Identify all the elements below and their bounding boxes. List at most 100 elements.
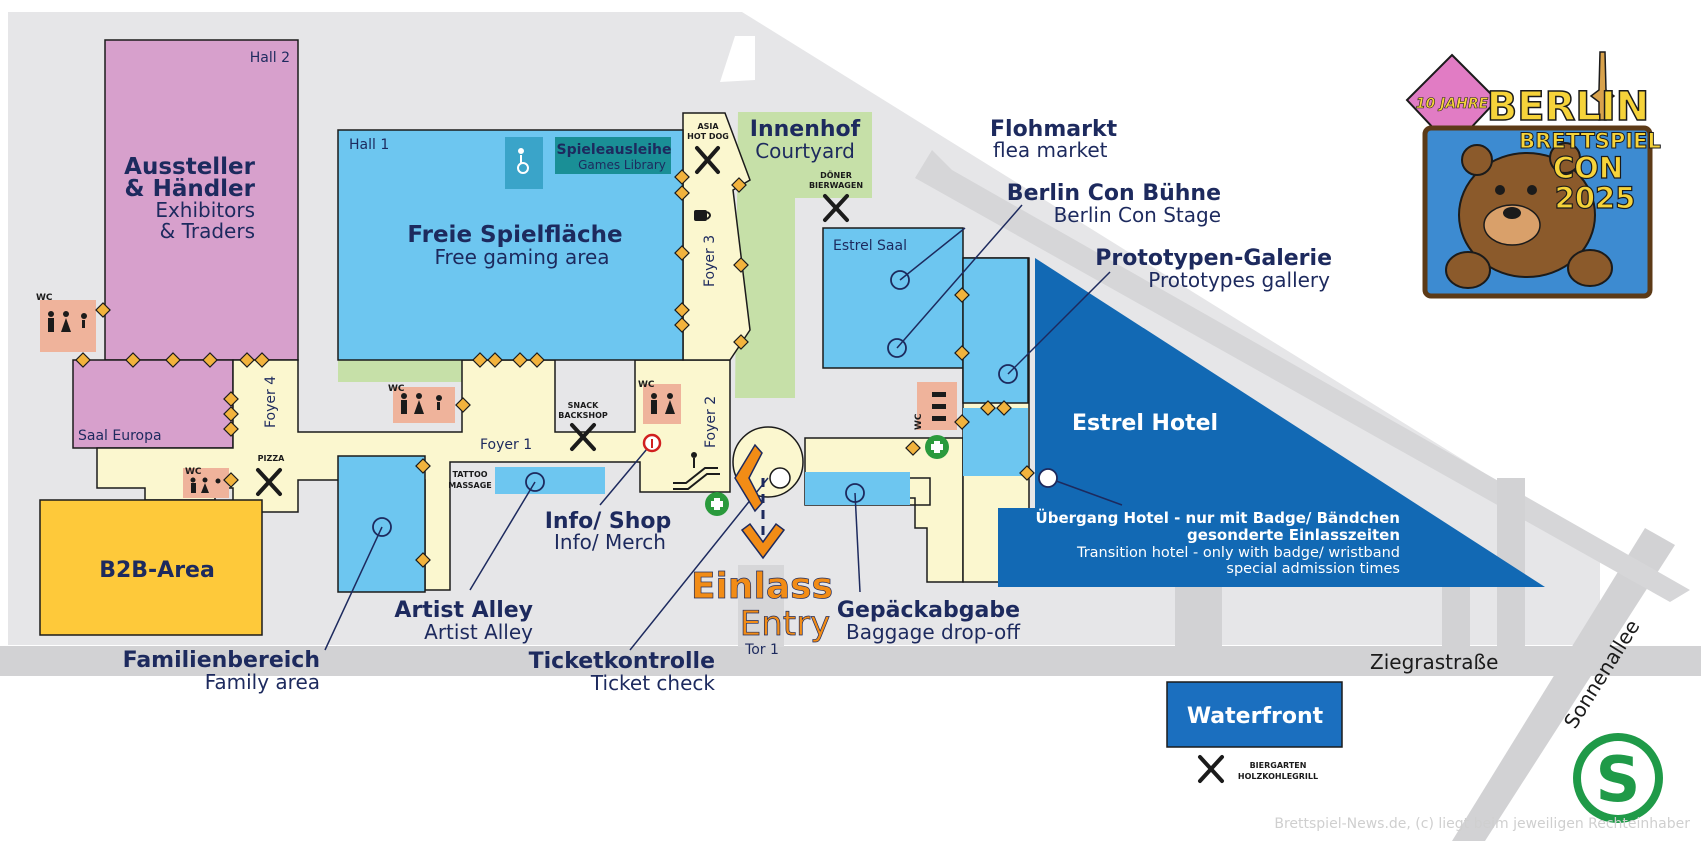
walkway-entry	[738, 565, 784, 647]
door-marker	[254, 352, 270, 368]
fork-knife-icon	[1198, 755, 1224, 783]
estrel-hotel-building	[998, 258, 1545, 587]
buehne-en: Berlin Con Stage	[1054, 203, 1221, 227]
waterfront-building	[1166, 681, 1343, 748]
ticket-en: Ticket check	[590, 671, 716, 695]
foyer3-label: Foyer 3	[702, 235, 718, 287]
asia-label: ASIA	[697, 122, 719, 131]
door-marker	[674, 302, 690, 318]
door-marker	[125, 352, 141, 368]
uebergang-en-line1: Transition hotel - only with badge/ wris…	[1076, 545, 1400, 561]
bear-paw-icon	[1567, 249, 1613, 287]
aussteller-de-2: & Händler	[125, 176, 256, 202]
bear-paw-icon	[1445, 251, 1491, 289]
door-marker	[202, 352, 218, 368]
b2b-area	[39, 499, 263, 636]
door-marker	[165, 352, 181, 368]
door-marker	[980, 400, 996, 416]
buehne-de: Berlin Con Bühne	[1007, 181, 1221, 206]
info-shop-room	[495, 467, 605, 494]
saal-europa-label: Saal Europa	[78, 428, 162, 444]
street-sonnenallee	[1452, 528, 1675, 841]
prototypen-de: Prototypen-Galerie	[1095, 246, 1332, 271]
callout-lines	[324, 204, 1123, 651]
callout-dot-uebergang	[1038, 468, 1058, 488]
innenhof-de: Innenhof	[750, 117, 861, 142]
street-connector-1	[1175, 586, 1222, 648]
door-marker	[239, 352, 255, 368]
door-marker	[996, 400, 1012, 416]
backshop-label: BACKSHOP	[558, 411, 608, 420]
door-marker	[223, 406, 239, 422]
innenhof-en: Courtyard	[755, 139, 855, 163]
street-connector-2	[1442, 586, 1470, 648]
callout-dot-familien	[372, 517, 392, 537]
door-marker	[954, 345, 970, 361]
bear-eye-icon	[1495, 185, 1505, 195]
street-ziegrastrasse	[0, 646, 1701, 676]
bear-ear-icon	[1461, 144, 1493, 176]
ticket-de: Ticketkontrolle	[529, 649, 715, 674]
holzkohlegrill-label: HOLZKOHLEGRILL	[1238, 772, 1318, 781]
door-marker	[223, 472, 239, 488]
snack-label: SNACK	[568, 401, 600, 410]
wc-label: WC	[36, 293, 53, 303]
sbahn-letter: S	[1596, 743, 1641, 816]
white-marker	[720, 36, 755, 82]
tor1-label: Tor 1	[744, 642, 779, 658]
door-marker	[674, 317, 690, 333]
wheelchair-icon	[517, 148, 529, 174]
entry-label: Entry	[740, 604, 830, 644]
entry-revolving-door	[769, 467, 791, 489]
wc-person-icon	[401, 393, 442, 414]
spieleausleihe-box	[555, 137, 671, 174]
uebergang-de-line2: gesonderte Einlasszeiten	[1187, 526, 1400, 544]
fork-knife-icon	[570, 423, 596, 451]
door-marker	[674, 185, 690, 201]
first-aid-icon	[705, 492, 729, 516]
bierwagen-label: BIERWAGEN	[809, 181, 863, 190]
door-marker	[95, 302, 111, 318]
family-area-room	[337, 455, 426, 593]
door-marker	[223, 391, 239, 407]
door-marker	[75, 352, 91, 368]
credit-text: Brettspiel-News.de, (c) liegt beim jewei…	[1274, 816, 1690, 832]
path-road-hotel	[915, 150, 1690, 602]
logo-line3: CON	[1553, 151, 1623, 185]
wc-label: WC	[914, 413, 924, 430]
fork-knife-icon	[256, 468, 282, 496]
artist-de: Artist Alley	[394, 598, 533, 623]
wc-label: WC	[185, 467, 202, 477]
einlass-label: Einlass	[691, 566, 833, 607]
callout-dot-gepaeck	[845, 483, 865, 503]
door-marker	[674, 245, 690, 261]
door-marker	[487, 352, 503, 368]
spieleausleihe-en: Games Library	[578, 158, 666, 172]
logo-tv-tower	[1589, 51, 1616, 121]
aussteller-de-1: Aussteller	[124, 154, 256, 180]
callout-dot-buehne	[887, 338, 907, 358]
estrel-hotel-label: Estrel Hotel	[1072, 411, 1218, 436]
bear-snout-icon	[1483, 204, 1541, 246]
hall2-label: Hall 2	[250, 50, 290, 66]
sbahn-icon-ring	[1581, 741, 1655, 815]
biergarten-label: BIERGARTEN	[1250, 761, 1307, 770]
gepaeck-de: Gepäckabgabe	[837, 598, 1020, 623]
fork-knife-icon	[823, 194, 849, 222]
bear-ear-icon	[1549, 142, 1581, 174]
pizza-label: PIZZA	[258, 454, 285, 463]
stage-room	[962, 257, 1029, 404]
uebergang-de-line1: Übergang Hotel - nur mit Badge/ Bändchen	[1036, 508, 1400, 527]
hotdog-label: HOT DOG	[687, 132, 729, 141]
baggage-room	[805, 472, 910, 505]
artist-en: Artist Alley	[424, 620, 533, 644]
hall1-label: Hall 1	[349, 137, 389, 153]
door-marker	[674, 169, 690, 185]
familien-en: Family area	[205, 670, 320, 694]
door-marker	[455, 397, 471, 413]
logo-years: 10 JAHRE	[1416, 96, 1489, 112]
door-marker	[733, 257, 749, 273]
freie-spielflaeche-en: Free gaming area	[434, 245, 609, 269]
estrel-saal-label: Estrel Saal	[833, 238, 907, 254]
